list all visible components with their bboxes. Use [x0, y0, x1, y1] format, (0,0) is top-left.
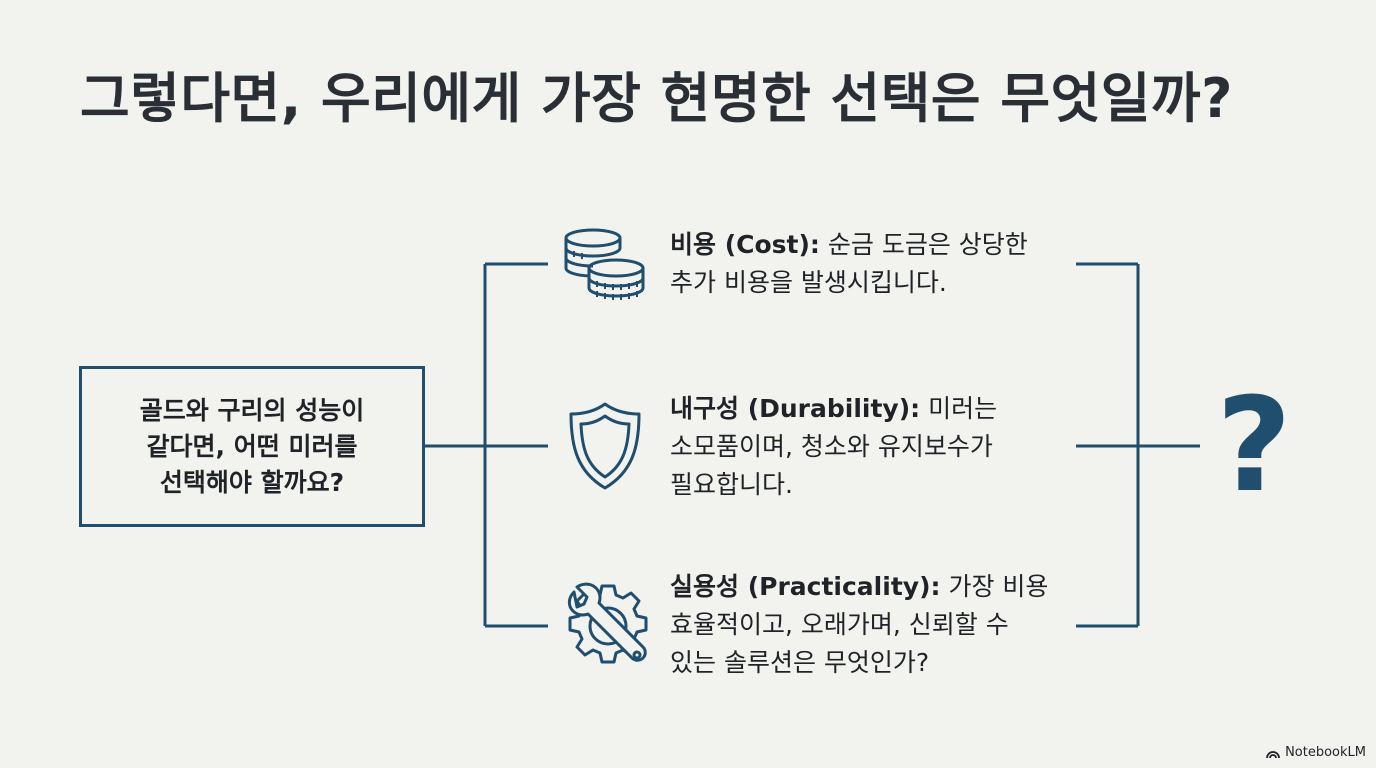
brand-label: NotebookLM [1285, 745, 1366, 760]
item-text-line: 가장 비용 [940, 572, 1049, 601]
item-text-line: 추가 비용을 발생시킵니다. [670, 268, 947, 297]
item-text-line: 필요합니다. [670, 470, 793, 499]
item-text-line: 있는 솔루션은 무엇인가? [670, 648, 930, 677]
item-heading: 내구성 (Durability): [670, 394, 921, 423]
item-heading: 비용 (Cost): [670, 230, 820, 259]
item-text-line: 순금 도금은 상당한 [819, 230, 1028, 259]
page-title: 그렇다면, 우리에게 가장 현명한 선택은 무엇일까? [80, 67, 1233, 130]
notebooklm-logo-icon [1266, 750, 1280, 758]
question-line: 같다면, 어떤 미러를 [146, 431, 358, 461]
footer-brand: NotebookLM [1265, 745, 1366, 760]
question-line: 골드와 구리의 성능이 [139, 395, 365, 425]
item-text-line: 소모품이며, 청소와 유지보수가 [670, 432, 993, 461]
question-mark-icon: ? [1216, 369, 1292, 521]
item-practicality: 실용성 (Practicality): 가장 비용 효율적이고, 오래가며, 신… [670, 568, 1090, 682]
item-text-line: 효율적이고, 오래가며, 신뢰할 수 [670, 610, 1009, 639]
item-heading: 실용성 (Practicality): [670, 572, 941, 601]
question-box: 골드와 구리의 성능이 같다면, 어떤 미러를 선택해야 할까요? [79, 366, 425, 527]
question-line: 선택해야 할까요? [159, 467, 345, 497]
coins-icon [564, 228, 645, 300]
item-text-line: 미러는 [920, 394, 998, 423]
item-cost: 비용 (Cost): 순금 도금은 상당한 추가 비용을 발생시킵니다. [670, 226, 1090, 302]
wrench-gear-icon [567, 582, 648, 664]
item-durability: 내구성 (Durability): 미러는 소모품이며, 청소와 유지보수가 필… [670, 390, 1090, 504]
shield-icon [569, 402, 641, 490]
